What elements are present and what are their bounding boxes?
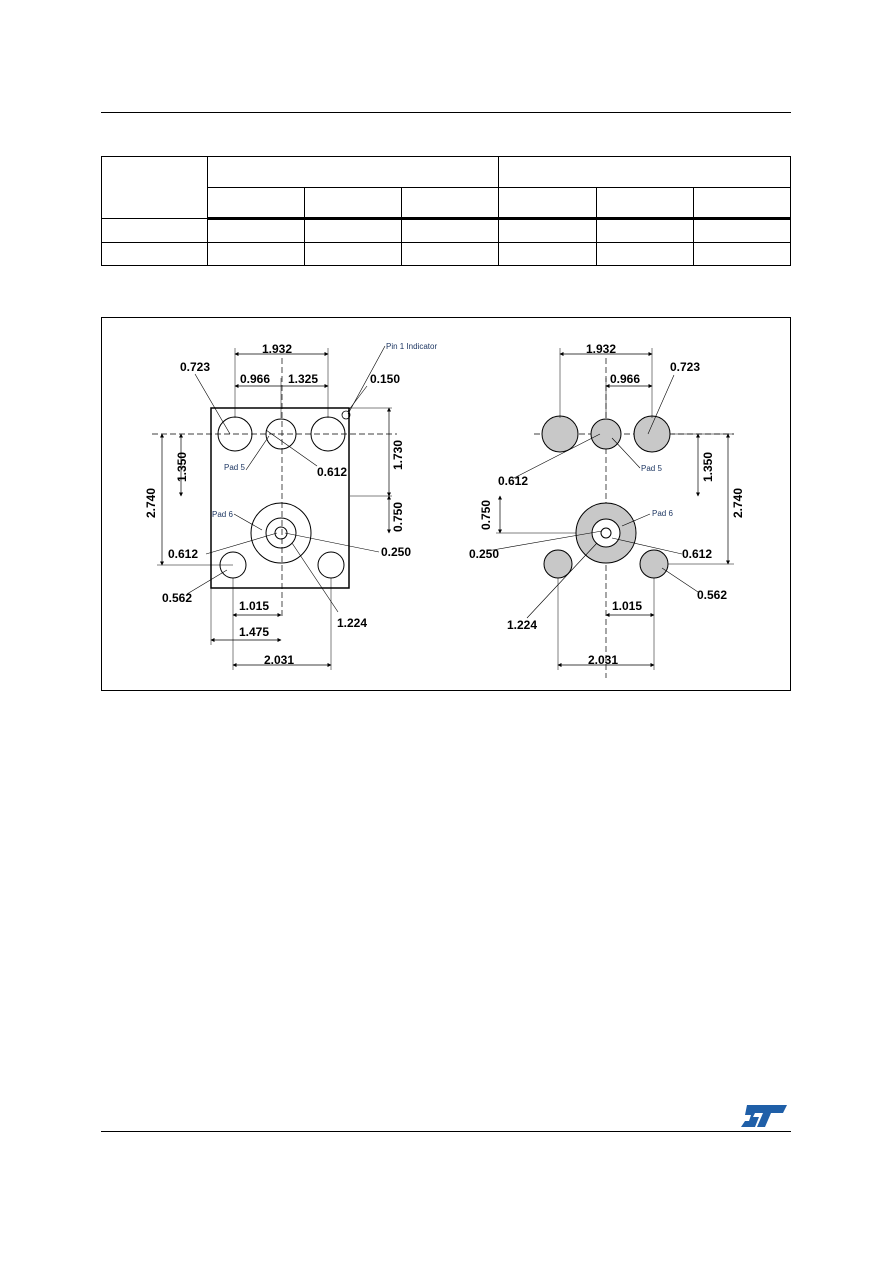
dim-0250: 0.250: [381, 545, 411, 559]
center-pad-inner: [265, 517, 297, 549]
dim-0750: 0.750: [391, 502, 405, 532]
dim-1350: 1.350: [175, 452, 189, 482]
dim-2740: 2.740: [144, 488, 158, 518]
dim-1475: 1.475: [239, 625, 269, 639]
footprint-view: [486, 348, 734, 678]
footprint-pad: [590, 418, 622, 450]
table-header-row: [101, 156, 791, 219]
dim-0150: 0.150: [370, 372, 400, 386]
center-pad-hole: [274, 526, 288, 540]
pin-1-indicator: [341, 410, 351, 420]
footprint-pad: [633, 415, 671, 453]
center-pad-ring: [250, 502, 312, 564]
dim-1015: 1.015: [239, 599, 269, 613]
table-subheader-row: [102, 187, 792, 220]
dim-0250: 0.250: [469, 547, 499, 561]
table-subheader-cell: [206, 187, 306, 220]
footprint-center-hole: [600, 527, 612, 539]
header-rule: [101, 112, 791, 113]
dim-1730: 1.730: [391, 440, 405, 470]
dim-2740: 2.740: [731, 488, 745, 518]
pad-5-label: Pad 5: [224, 463, 245, 472]
table-subheader-cell: [401, 187, 500, 220]
table-cell: [595, 242, 694, 266]
footprint-center-inner: [591, 518, 621, 548]
dim-0723: 0.723: [180, 360, 210, 374]
package-drawing: 1.932 0.966 1.325 0.150 0.723 0.612 1.73…: [101, 317, 791, 691]
pin-1-indicator-label: Pin 1 Indicator: [386, 342, 437, 351]
st-logo: [741, 1105, 787, 1127]
table-row: [101, 242, 792, 266]
table-cell: [595, 218, 694, 243]
table-subheader-cell: [304, 187, 403, 220]
pad-5-label: Pad 5: [641, 464, 662, 473]
dim-0966: 0.966: [610, 372, 640, 386]
table-header-cell: [206, 156, 500, 188]
footprint-pad: [541, 415, 579, 453]
table-cell: [304, 218, 403, 243]
top-view: [152, 345, 397, 670]
dim-0612: 0.612: [498, 474, 528, 488]
dim-0612-b: 0.612: [682, 547, 712, 561]
spec-table: [101, 156, 792, 266]
table-cell: [692, 242, 792, 266]
table-cell: [401, 218, 500, 243]
dim-0966: 0.966: [240, 372, 270, 386]
dim-0750: 0.750: [479, 500, 493, 530]
table-cell: [498, 218, 597, 243]
dim-1932: 1.932: [262, 342, 292, 356]
pad-6-label: Pad 6: [652, 509, 673, 518]
table-cell: [101, 218, 208, 243]
table-header-cell: [101, 156, 208, 219]
dim-1015: 1.015: [612, 599, 642, 613]
package-outline: [210, 407, 350, 589]
table-subheader-cell: [692, 187, 792, 220]
package-drawing-svg: 1.932 0.966 1.325 0.150 0.723 0.612 1.73…: [144, 342, 745, 678]
table-header-cell: [498, 156, 791, 188]
pad-outline: [265, 418, 297, 450]
table-row: [101, 218, 792, 243]
table-cell: [101, 242, 208, 266]
dim-1224: 1.224: [337, 616, 367, 630]
table-cell: [206, 218, 306, 243]
dim-0723: 0.723: [670, 360, 700, 374]
pad-outline: [317, 551, 345, 579]
table-cell: [206, 242, 306, 266]
pad-6-label: Pad 6: [212, 510, 233, 519]
footprint-pad: [639, 549, 669, 579]
dim-0612-b: 0.612: [168, 547, 198, 561]
table-subheader-cell: [498, 187, 597, 220]
table-cell: [498, 242, 597, 266]
table-subheader-cell: [595, 187, 694, 220]
dim-0562: 0.562: [162, 591, 192, 605]
footer-rule: [101, 1131, 791, 1132]
dim-1224: 1.224: [507, 618, 537, 632]
table-cell: [401, 242, 500, 266]
dim-2031: 2.031: [264, 653, 294, 667]
dim-0612: 0.612: [317, 465, 347, 479]
dim-0562: 0.562: [697, 588, 727, 602]
table-cell: [692, 218, 792, 243]
dim-1350: 1.350: [701, 452, 715, 482]
footprint-pad: [543, 549, 573, 579]
table-cell: [304, 242, 403, 266]
dim-2031: 2.031: [588, 653, 618, 667]
dim-1325: 1.325: [288, 372, 318, 386]
dim-1932: 1.932: [586, 342, 616, 356]
